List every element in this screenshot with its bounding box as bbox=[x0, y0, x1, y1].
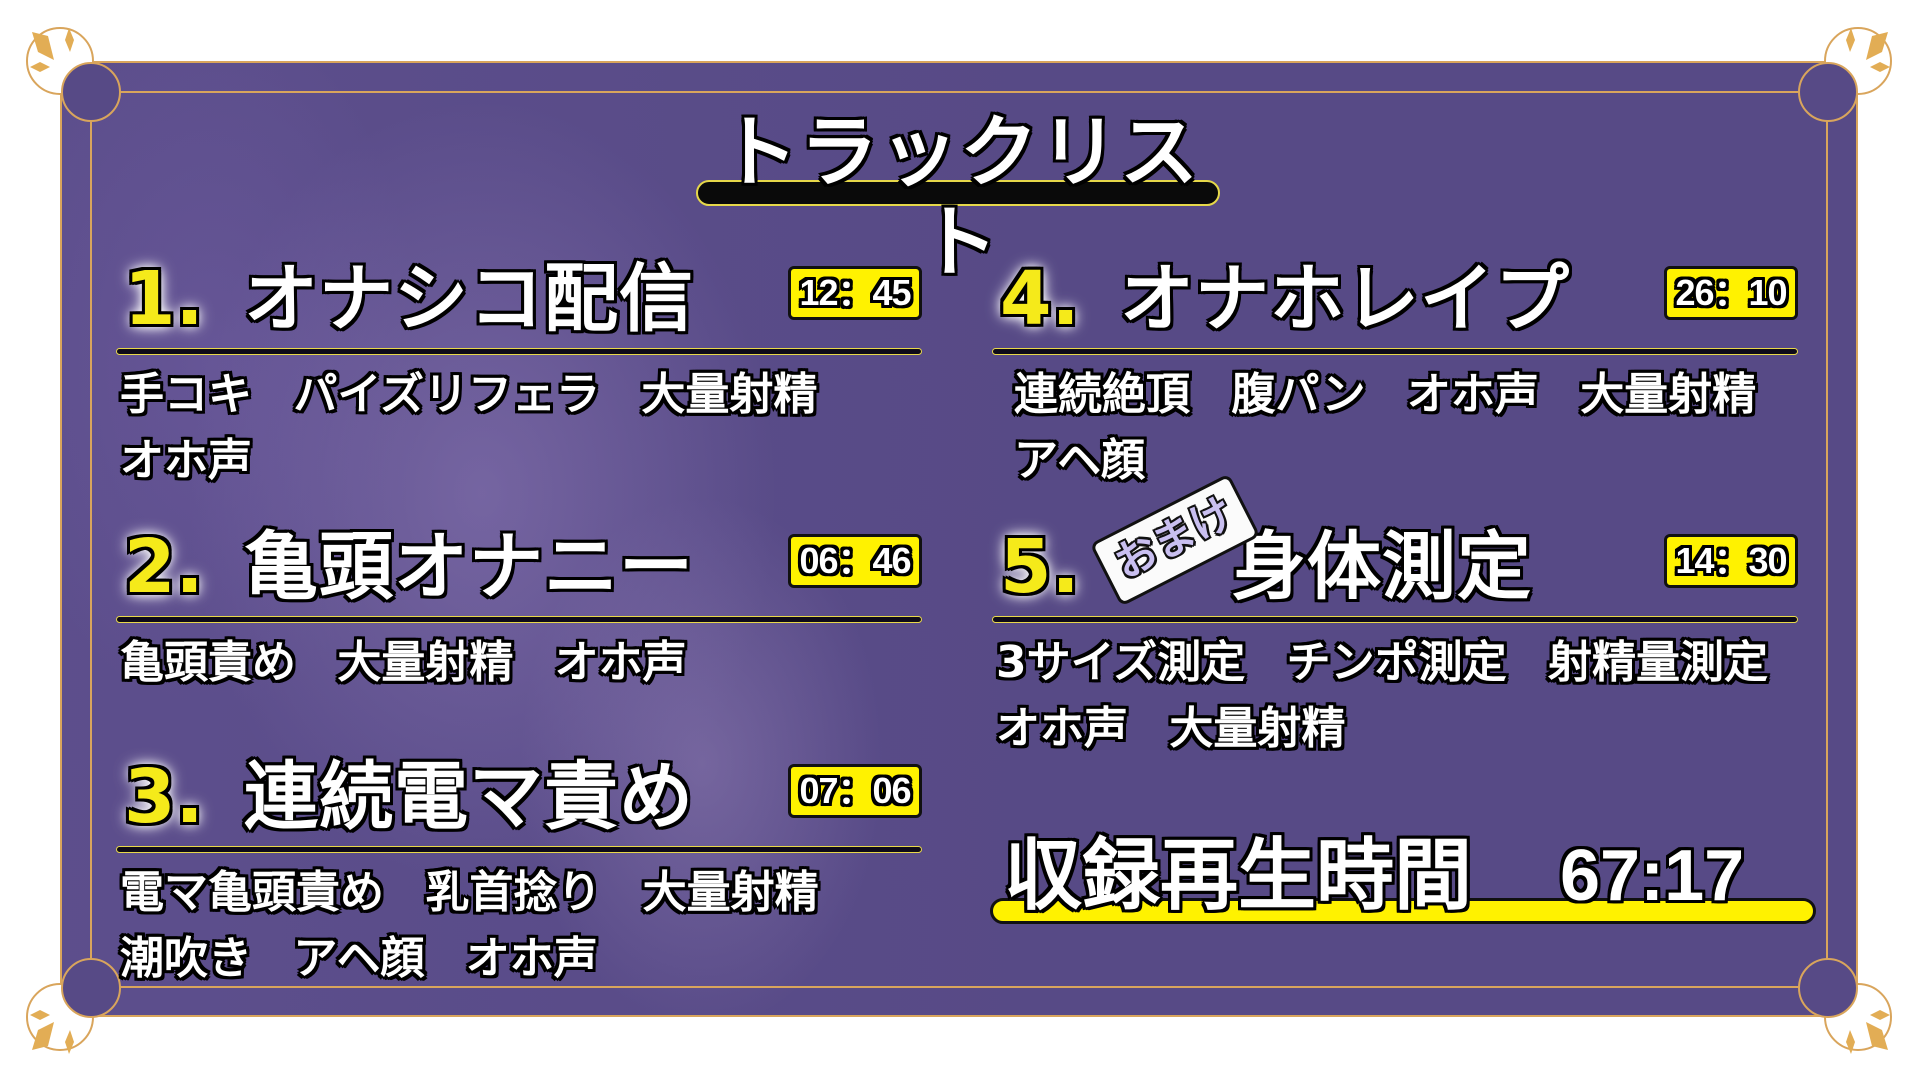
tag: 射精量測定 bbox=[1547, 637, 1768, 688]
tag-row: オホ声 bbox=[120, 428, 940, 494]
tag: 潮吹き bbox=[120, 933, 252, 984]
tag: オホ声 bbox=[554, 637, 687, 688]
sparkle-diamonds-icon bbox=[1846, 28, 1890, 72]
sparkle-diamonds-icon bbox=[30, 1010, 74, 1054]
tag-row: 3サイズ測定 チンポ測定 射精量測定 bbox=[996, 630, 1816, 696]
total-value: 67:17 bbox=[1560, 836, 1745, 916]
tag: オホ声 bbox=[996, 703, 1128, 754]
track-number: 4. bbox=[1000, 256, 1080, 342]
tag-row: 手コキ パイズリフェラ 大量射精 bbox=[120, 362, 940, 428]
tag-row: オホ声 大量射精 bbox=[996, 696, 1816, 762]
track-tags: 連続絶頂 腹パン オホ声 大量射精 アヘ顔 bbox=[1014, 362, 1834, 494]
tag: パイズリフェラ bbox=[293, 369, 601, 420]
track-title: オナホレイプ bbox=[1120, 256, 1570, 342]
title-underline-bar bbox=[696, 180, 1220, 206]
track-tags: 亀頭責め 大量射精 オホ声 bbox=[120, 630, 940, 696]
sparkle-diamonds-icon bbox=[30, 28, 74, 72]
page-title: トラックリスト bbox=[696, 108, 1224, 288]
tag: 電マ亀頭責め bbox=[120, 867, 384, 918]
inner-notch-tl bbox=[61, 62, 121, 122]
track-duration-badge: 14：30 bbox=[1664, 534, 1798, 588]
track-divider bbox=[992, 616, 1798, 623]
tag: 大量射精 bbox=[1169, 703, 1346, 754]
tag: 大量射精 bbox=[337, 637, 514, 688]
track-divider bbox=[992, 348, 1798, 355]
track-number: 1. bbox=[124, 256, 204, 342]
inner-notch-br bbox=[1798, 958, 1858, 1018]
background-illustration bbox=[62, 63, 1856, 1015]
track-title: 身体測定 bbox=[1232, 524, 1532, 610]
tag: アヘ顔 bbox=[1014, 435, 1146, 486]
track-tags: 3サイズ測定 チンポ測定 射精量測定 オホ声 大量射精 bbox=[996, 630, 1816, 762]
track-tags: 電マ亀頭責め 乳首捻り 大量射精 潮吹き アヘ顔 オホ声 bbox=[120, 860, 940, 992]
tag-row: 亀頭責め 大量射精 オホ声 bbox=[120, 630, 940, 696]
track-number: 5. bbox=[1000, 524, 1080, 610]
tag: 手コキ bbox=[120, 369, 252, 420]
track-title: オナシコ配信 bbox=[244, 256, 694, 342]
total-underline-bar bbox=[990, 898, 1816, 924]
track-tags: 手コキ パイズリフェラ 大量射精 オホ声 bbox=[120, 362, 940, 494]
track-divider bbox=[116, 348, 922, 355]
tag: オホ声 bbox=[465, 933, 598, 984]
tag: 亀頭責め bbox=[120, 637, 296, 688]
sparkle-diamonds-icon bbox=[1846, 1010, 1890, 1054]
tag: 大量射精 bbox=[641, 369, 818, 420]
tag: アヘ顔 bbox=[293, 933, 425, 984]
track-duration-badge: 26：10 bbox=[1664, 266, 1798, 320]
track-divider bbox=[116, 616, 922, 623]
track-title: 連続電マ責め bbox=[244, 754, 694, 840]
tracklist-panel bbox=[60, 61, 1858, 1017]
tag: 大量射精 bbox=[1580, 369, 1757, 420]
track-duration-badge: 07：06 bbox=[788, 764, 922, 818]
tag: 連続絶頂 bbox=[1014, 369, 1190, 420]
tag: チンポ測定 bbox=[1286, 637, 1507, 688]
track-number: 3. bbox=[124, 754, 204, 840]
tag: オホ声 bbox=[120, 435, 252, 486]
tag: 大量射精 bbox=[642, 867, 819, 918]
inner-notch-bl bbox=[61, 958, 121, 1018]
title-text: トラックリスト bbox=[719, 108, 1200, 288]
tag: 3サイズ測定 bbox=[996, 637, 1246, 688]
track-divider bbox=[116, 846, 922, 853]
inner-notch-tr bbox=[1798, 62, 1858, 122]
tag: オホ声 bbox=[1406, 369, 1539, 420]
track-number: 2. bbox=[124, 524, 204, 610]
tag: 腹パン bbox=[1231, 369, 1366, 420]
tag: 乳首捻り bbox=[425, 867, 602, 918]
total-label: 収録再生時間 bbox=[1004, 831, 1473, 921]
tag-row: 潮吹き アヘ顔 オホ声 bbox=[120, 926, 940, 992]
track-duration-badge: 12：45 bbox=[788, 266, 922, 320]
tag-row: 電マ亀頭責め 乳首捻り 大量射精 bbox=[120, 860, 940, 926]
total-runtime: 収録再生時間 67:17 bbox=[990, 828, 1820, 928]
track-title: 亀頭オナニー bbox=[244, 524, 694, 610]
track-duration-badge: 06：46 bbox=[788, 534, 922, 588]
tag-row: アヘ顔 bbox=[1014, 428, 1834, 494]
tag-row: 連続絶頂 腹パン オホ声 大量射精 bbox=[1014, 362, 1834, 428]
